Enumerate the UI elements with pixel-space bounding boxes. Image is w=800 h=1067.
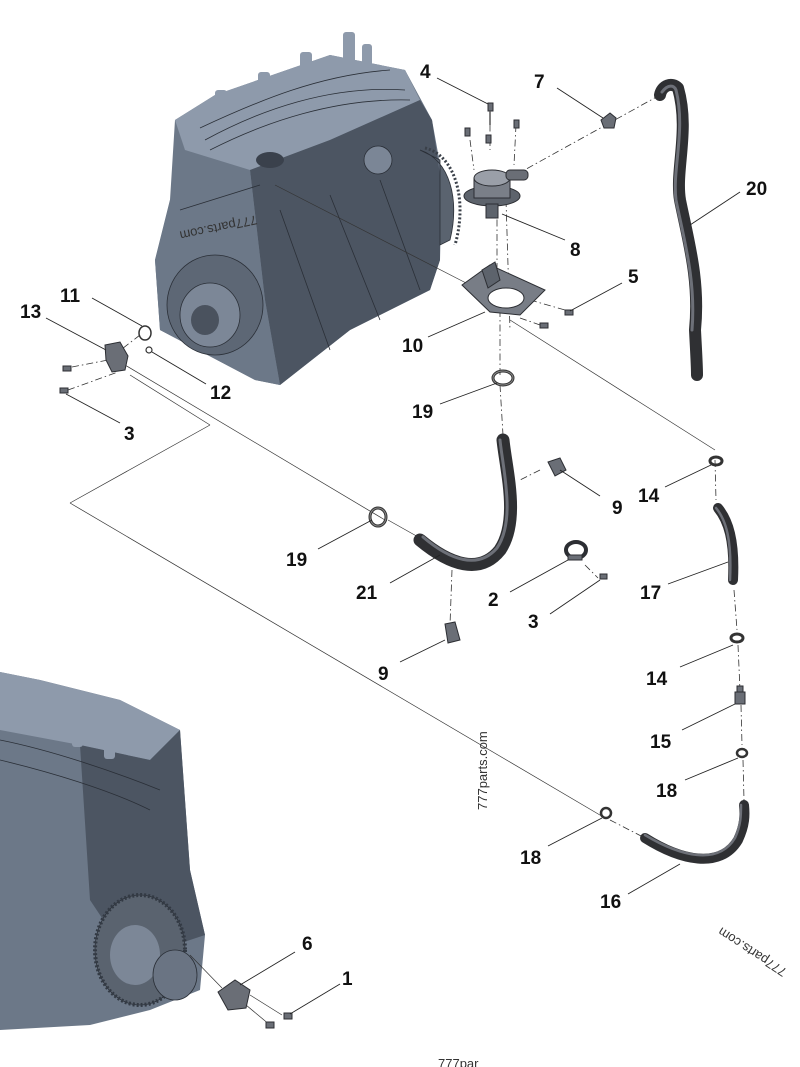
callout-14-lower: 14	[646, 669, 668, 690]
watermark-middle: 777parts.com	[475, 731, 490, 810]
callout-11: 11	[60, 286, 81, 307]
callout-19-upper: 19	[412, 402, 433, 423]
callout-1: 1	[342, 969, 353, 990]
hose-part-17	[713, 503, 739, 585]
screw-part-1	[265, 1012, 293, 1029]
clamp-part-14-lower	[729, 632, 745, 644]
valve-part-15	[734, 685, 746, 705]
callout-13: 13	[20, 302, 41, 323]
clip-part-7	[600, 112, 617, 129]
callout-20: 20	[746, 179, 767, 200]
callout-12: 12	[210, 383, 231, 404]
screw-part-3-right	[599, 573, 608, 580]
callout-15: 15	[650, 732, 672, 753]
callout-7: 7	[534, 72, 545, 93]
clamp-part-19-lower	[368, 506, 388, 528]
clamp-part-18-right	[735, 747, 749, 759]
callout-18-right: 18	[656, 781, 677, 802]
callout-16: 16	[600, 892, 621, 913]
hose-part-20	[654, 78, 703, 381]
watermark-bottom: 777par	[438, 1056, 479, 1067]
callout-17: 17	[640, 583, 661, 604]
separator-part-8	[463, 169, 529, 219]
hose-part-21	[413, 433, 517, 571]
clamp-part-2	[564, 540, 588, 561]
bracket-part-10	[461, 261, 546, 316]
clip-part-9-upper	[547, 457, 567, 477]
fitting-part-13	[104, 341, 129, 373]
callout-2: 2	[488, 590, 499, 611]
leader-lines	[45, 77, 741, 1015]
clip-part-9-lower	[444, 621, 461, 644]
clamp-part-18-left	[599, 806, 613, 820]
callout-10: 10	[402, 336, 423, 357]
hose-part-16	[640, 800, 750, 864]
callout-3-right: 3	[528, 612, 539, 633]
callout-14-upper: 14	[638, 486, 660, 507]
callout-numbers: 4 7 20 8 5 10 11 13 12 3 19 9 14 19 21 2…	[20, 62, 767, 990]
ring-part-12	[145, 346, 153, 354]
clamp-part-19-upper	[491, 369, 515, 387]
callout-9-lower: 9	[378, 664, 389, 685]
callout-4: 4	[420, 62, 431, 83]
screw-part-3-left	[59, 365, 72, 394]
fitting-part-6	[217, 979, 251, 1011]
callout-9-upper: 9	[612, 498, 623, 519]
screw-part-5	[539, 309, 574, 329]
bolt-part-4	[464, 102, 520, 144]
oring-part-11	[138, 325, 152, 341]
watermark-lower-right: 777parts.com	[715, 924, 789, 979]
clamp-part-14-upper	[708, 455, 724, 467]
callout-18-left: 18	[520, 848, 541, 869]
callout-6: 6	[302, 934, 313, 955]
engine-block-lower	[0, 672, 205, 1030]
callout-19-lower: 19	[286, 550, 307, 571]
callout-21: 21	[356, 583, 378, 604]
callout-3-left: 3	[124, 424, 135, 445]
engine-block-upper	[155, 32, 462, 385]
callout-5: 5	[628, 267, 639, 288]
callout-8: 8	[570, 240, 581, 261]
